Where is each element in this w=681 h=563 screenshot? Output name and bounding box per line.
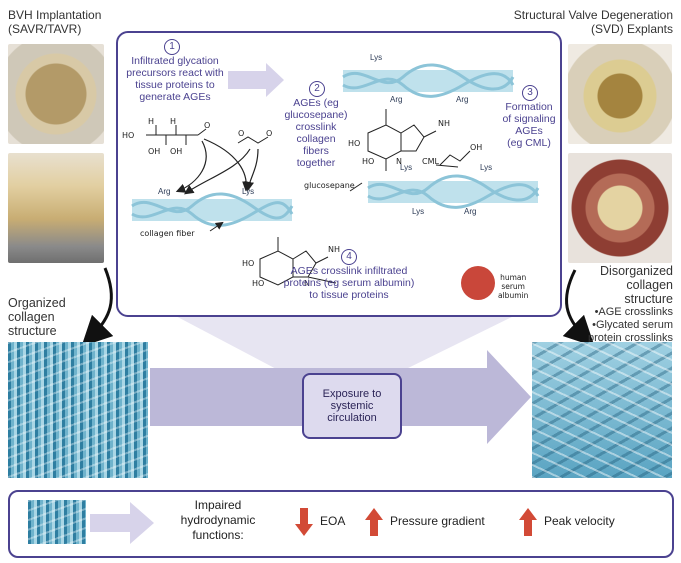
- o-label-2: O: [238, 129, 245, 138]
- panel-funnel: [170, 313, 520, 372]
- ho-label-alb-2: HO: [252, 279, 265, 288]
- lys-pill-glu: Lys: [400, 163, 413, 172]
- oh-label-1: OH: [148, 147, 161, 156]
- exposure-line3: circulation: [327, 412, 377, 424]
- fiber-left: [132, 199, 292, 221]
- lys-pill-top: Lys: [370, 53, 383, 62]
- fiber-top: [343, 70, 513, 92]
- exposure-line2: systemic: [330, 400, 374, 412]
- arg-pill-glu: Arg: [390, 95, 403, 104]
- peak-label: Peak velocity: [544, 514, 615, 528]
- h-label-1: H: [148, 117, 155, 126]
- left-title-line2: (SAVR/TAVR): [8, 22, 82, 36]
- disorganized-label: Disorganized collagen structure •AGE cro…: [588, 264, 673, 345]
- nh-label-glu: NH: [438, 119, 450, 128]
- organized-collagen-image: [8, 342, 148, 478]
- right-title-line2: (SVD) Explants: [590, 22, 673, 36]
- cml-label: CML: [422, 157, 439, 166]
- albumin-circle: [461, 266, 495, 300]
- lys-pill-left: Lys: [242, 187, 255, 196]
- svd-explant-photo-side: [568, 153, 672, 263]
- right-title-line1: Structural Valve Degeneration: [513, 8, 673, 22]
- eoa-down-arrow-icon: [295, 508, 313, 536]
- arg-pill-left: Arg: [158, 187, 171, 196]
- oh-label-cml: OH: [470, 143, 483, 152]
- ho-label: HO: [122, 131, 135, 140]
- n-label-glu: N: [396, 157, 402, 166]
- step1-arrow: [228, 63, 284, 97]
- arg-pill-top: Arg: [456, 95, 469, 104]
- mechanism-svg: [131, 63, 540, 300]
- fiber-middle: [368, 181, 538, 203]
- lys-pill-bottom: Lys: [412, 207, 425, 216]
- left-curved-arrow: [81, 267, 114, 347]
- h-label-2: H: [170, 117, 177, 126]
- mechanism-panel: Lys Arg Arg Lys Lys Lys Arg Arg Lys HO H…: [116, 31, 562, 317]
- exposure-line1: Exposure to: [322, 388, 382, 400]
- ho-label-glu-1: HO: [348, 139, 361, 148]
- organized-line1: Organized: [8, 296, 66, 310]
- right-curved-arrow: [562, 269, 595, 347]
- glucosepane-label: glucosepane: [304, 181, 355, 190]
- left-title-line1: BVH Implantation: [8, 8, 102, 22]
- disorg-line2: collagen: [626, 278, 673, 292]
- bvh-valve-photo-side: [8, 153, 104, 263]
- step3-number: 3: [522, 85, 538, 101]
- arg-pill-bottom: Arg: [464, 207, 477, 216]
- organized-line2: collagen: [8, 310, 55, 324]
- bottom-arrow-svg: [90, 502, 154, 544]
- step2-number: 2: [309, 81, 325, 97]
- organized-line3: structure: [8, 324, 57, 338]
- exposure-box: Exposure to systemic circulation: [302, 373, 402, 439]
- bottom-arrow: [90, 502, 154, 544]
- disorganized-collagen-image: [532, 342, 672, 478]
- bottom-collagen-thumb: [28, 500, 86, 544]
- eoa-label: EOA: [320, 514, 346, 528]
- disorg-line3: structure: [624, 292, 673, 306]
- o-label-3: O: [266, 129, 273, 138]
- peak-up-arrow-icon: [519, 508, 537, 536]
- pressure-up-arrow-icon: [365, 508, 383, 536]
- ho-label-alb-1: HO: [242, 259, 255, 268]
- left-title: BVH Implantation (SAVR/TAVR): [8, 8, 101, 36]
- pressure-label: Pressure gradient: [390, 514, 485, 528]
- n-label-alb: N: [304, 279, 310, 288]
- o-label-1: O: [204, 121, 211, 130]
- ho-label-glu-2: HO: [362, 157, 375, 166]
- organized-label: Organized collagen structure: [8, 296, 66, 338]
- step4-number: 4: [341, 249, 357, 265]
- bvh-valve-photo-top: [8, 44, 104, 144]
- bullet-age: •AGE crosslinks: [594, 306, 673, 318]
- bullet-glycated-2: protein crosslinks: [588, 332, 673, 344]
- svd-explant-photo-top: [568, 44, 672, 144]
- oh-label-2: OH: [170, 147, 183, 156]
- lys-pill-cml: Lys: [480, 163, 493, 172]
- disorg-line1: Disorganized: [600, 264, 673, 278]
- right-title: Structural Valve Degeneration (SVD) Expl…: [514, 8, 673, 36]
- step1-number: 1: [164, 39, 180, 55]
- bullet-glycated: •Glycated serum: [592, 319, 673, 331]
- nh-label-alb: NH: [328, 245, 340, 254]
- collagen-fiber-label: collagen fiber: [140, 229, 195, 238]
